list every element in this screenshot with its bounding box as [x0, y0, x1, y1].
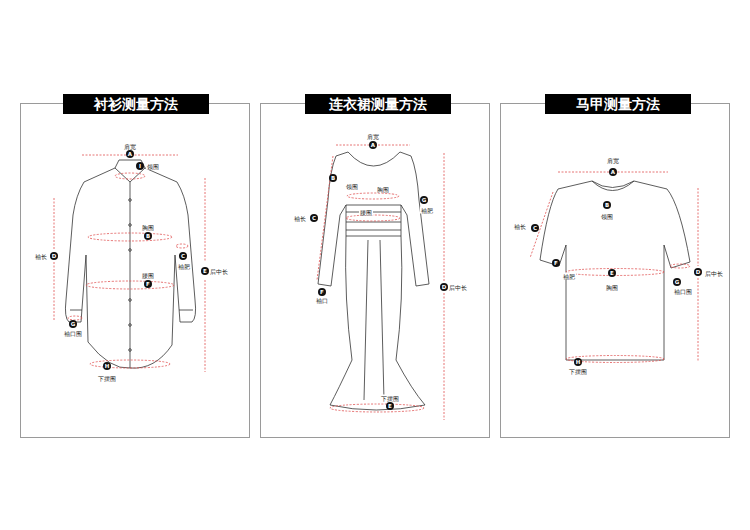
- measure-label: 袖长: [293, 215, 307, 222]
- callout-letter: B: [144, 232, 152, 240]
- callout-letter: D: [50, 252, 58, 260]
- measure-label: 胸围: [605, 284, 619, 291]
- callout-letter: D: [440, 283, 448, 291]
- callout-letter: A: [609, 168, 617, 176]
- callout-letter: H: [103, 362, 111, 370]
- measure-label: 袖长: [513, 223, 527, 230]
- callout-letter: A: [126, 150, 134, 158]
- measure-label: 袖肥: [177, 263, 191, 270]
- callout-letter: C: [310, 214, 318, 222]
- callout-letter: G: [69, 320, 77, 328]
- callout-letter: C: [531, 224, 539, 232]
- measure-label: 胸围: [141, 224, 155, 231]
- callout-letter: A: [369, 141, 377, 149]
- measure-label: 下摆围: [97, 375, 117, 382]
- callout-letter: E: [608, 269, 616, 277]
- callout-letter: I: [136, 162, 144, 170]
- measure-label: 下摆围: [568, 368, 588, 375]
- callout-letter: B: [603, 201, 611, 209]
- measure-label: 袖口: [315, 297, 329, 304]
- measure-label: 袖口围: [63, 330, 83, 337]
- callout-letter: G: [420, 196, 428, 204]
- measure-label: 领围: [345, 183, 359, 190]
- callout-letter: F: [144, 280, 152, 288]
- measure-label: 袖口围: [673, 288, 693, 295]
- callout-letter: C: [179, 252, 187, 260]
- measure-label: 后中长: [704, 270, 724, 277]
- callout-letter: B: [329, 174, 337, 182]
- measure-label: 肩宽: [606, 157, 620, 164]
- callout-letter: G: [673, 278, 681, 286]
- measure-label: 领围: [146, 163, 160, 170]
- measure-label: 领围: [600, 213, 614, 220]
- title-band: 连衣裙测量方法: [305, 94, 451, 114]
- measure-label: 袖肥: [420, 207, 434, 214]
- measure-label: 肩宽: [123, 143, 137, 150]
- measure-label: 腰围: [359, 209, 373, 216]
- measure-label: 后中长: [209, 268, 229, 275]
- measure-label: 下摆围: [380, 395, 400, 402]
- title-band: 衬衫测量方法: [63, 94, 209, 114]
- measure-panel: 连衣裙测量方法: [260, 103, 490, 438]
- callout-letter: F: [318, 288, 326, 296]
- callout-letter: E: [386, 402, 394, 410]
- measure-label: 腰围: [141, 272, 155, 279]
- callout-letter: H: [574, 358, 582, 366]
- callout-letter: D: [694, 268, 702, 276]
- measure-label: 后中长: [448, 284, 468, 291]
- measure-label: 袖肥: [562, 273, 576, 280]
- measure-label: 袖长: [34, 253, 48, 260]
- measure-label: 胸围: [376, 186, 390, 193]
- title-band: 马甲测量方法: [545, 94, 691, 114]
- callout-letter: F: [552, 259, 560, 267]
- measure-label: 肩宽: [366, 133, 380, 140]
- callout-letter: E: [201, 267, 209, 275]
